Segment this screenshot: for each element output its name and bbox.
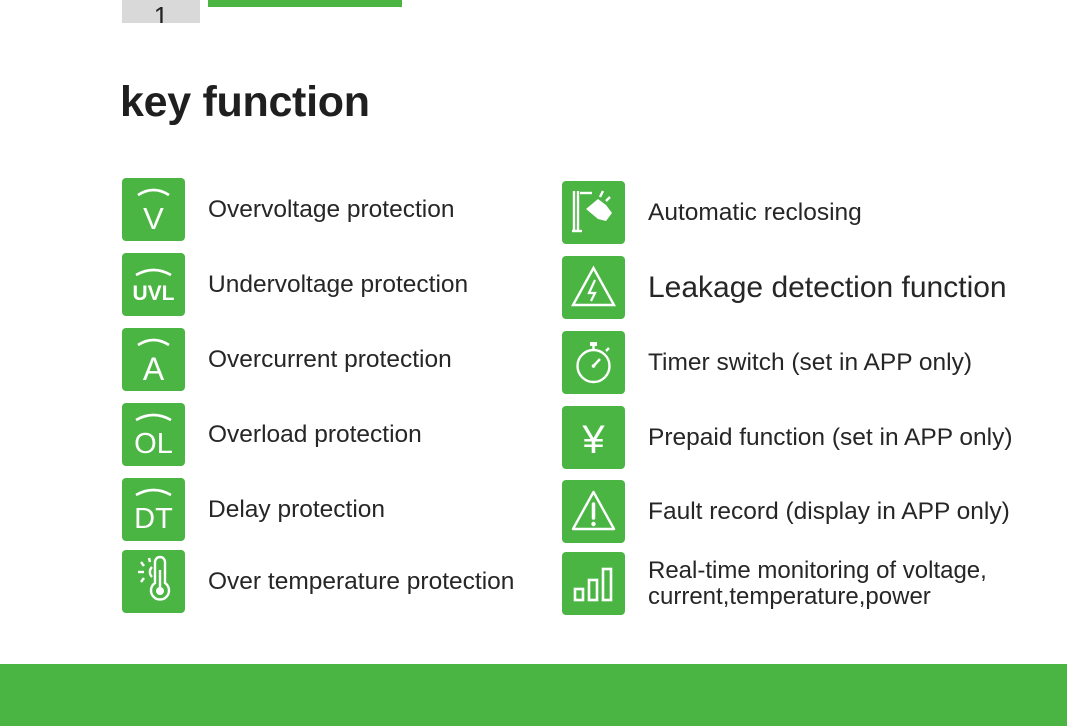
thermometer-icon <box>122 550 185 613</box>
item-label: Overvoltage protection <box>208 195 455 223</box>
list-item-fault-record: Fault record (display in APP only) <box>562 480 1010 543</box>
item-label: Overcurrent protection <box>208 345 452 373</box>
yen-icon: ¥ <box>562 406 625 469</box>
leakage-warning-icon <box>562 256 625 319</box>
list-item-overload: OL Overload protection <box>122 403 422 466</box>
item-label: Undervoltage protection <box>208 270 469 298</box>
item-label: Delay protection <box>208 495 386 523</box>
fault-warning-icon <box>562 480 625 543</box>
undervoltage-uvl-icon: UVL <box>122 253 185 316</box>
reclosing-hand-icon <box>562 181 625 244</box>
bar-chart-icon <box>562 552 625 615</box>
item-label: Timer switch (set in APP only) <box>648 348 973 376</box>
page-title: key function <box>120 78 370 126</box>
svg-text:A: A <box>143 351 165 387</box>
list-item-monitoring: Real-time monitoring of voltage, current… <box>562 552 1048 615</box>
item-label: Prepaid function (set in APP only) <box>648 423 1013 451</box>
list-item-delay: DT Delay protection <box>122 478 385 541</box>
svg-text:UVL: UVL <box>133 282 175 305</box>
page-number: 1 <box>153 1 169 23</box>
list-item-timer: Timer switch (set in APP only) <box>562 331 972 394</box>
item-label: Overload protection <box>208 420 422 448</box>
item-label-line: Real-time monitoring of voltage, <box>648 556 987 584</box>
overcurrent-a-icon: A <box>122 328 185 391</box>
item-label: Automatic reclosing <box>648 198 862 226</box>
delay-dt-icon: DT <box>122 478 185 541</box>
top-accent-bar <box>208 0 402 7</box>
list-item-over-temperature: Over temperature protection <box>122 550 514 613</box>
item-label: Fault record (display in APP only) <box>648 497 1010 525</box>
overload-ol-icon: OL <box>122 403 185 466</box>
svg-text:¥: ¥ <box>581 418 605 462</box>
item-label: Leakage detection function <box>648 270 1007 304</box>
list-item-undervoltage: UVL Undervoltage protection <box>122 253 468 316</box>
list-item-reclosing: Automatic reclosing <box>562 181 862 244</box>
list-item-leakage: Leakage detection function <box>562 256 1007 319</box>
overvoltage-v-icon: V <box>122 178 185 241</box>
timer-stopwatch-icon <box>562 331 625 394</box>
svg-text:V: V <box>143 201 164 236</box>
bottom-accent-bar <box>0 664 1067 726</box>
item-label-line: current,temperature,power <box>648 582 931 610</box>
list-item-overcurrent: A Overcurrent protection <box>122 328 452 391</box>
svg-text:OL: OL <box>134 428 173 460</box>
item-label: Over temperature protection <box>208 567 515 595</box>
page-number-tab: 1 <box>122 0 200 23</box>
item-label: Real-time monitoring of voltage, current… <box>648 556 1048 610</box>
list-item-overvoltage: V Overvoltage protection <box>122 178 455 241</box>
list-item-prepaid: ¥ Prepaid function (set in APP only) <box>562 406 1013 469</box>
svg-text:DT: DT <box>134 503 173 535</box>
